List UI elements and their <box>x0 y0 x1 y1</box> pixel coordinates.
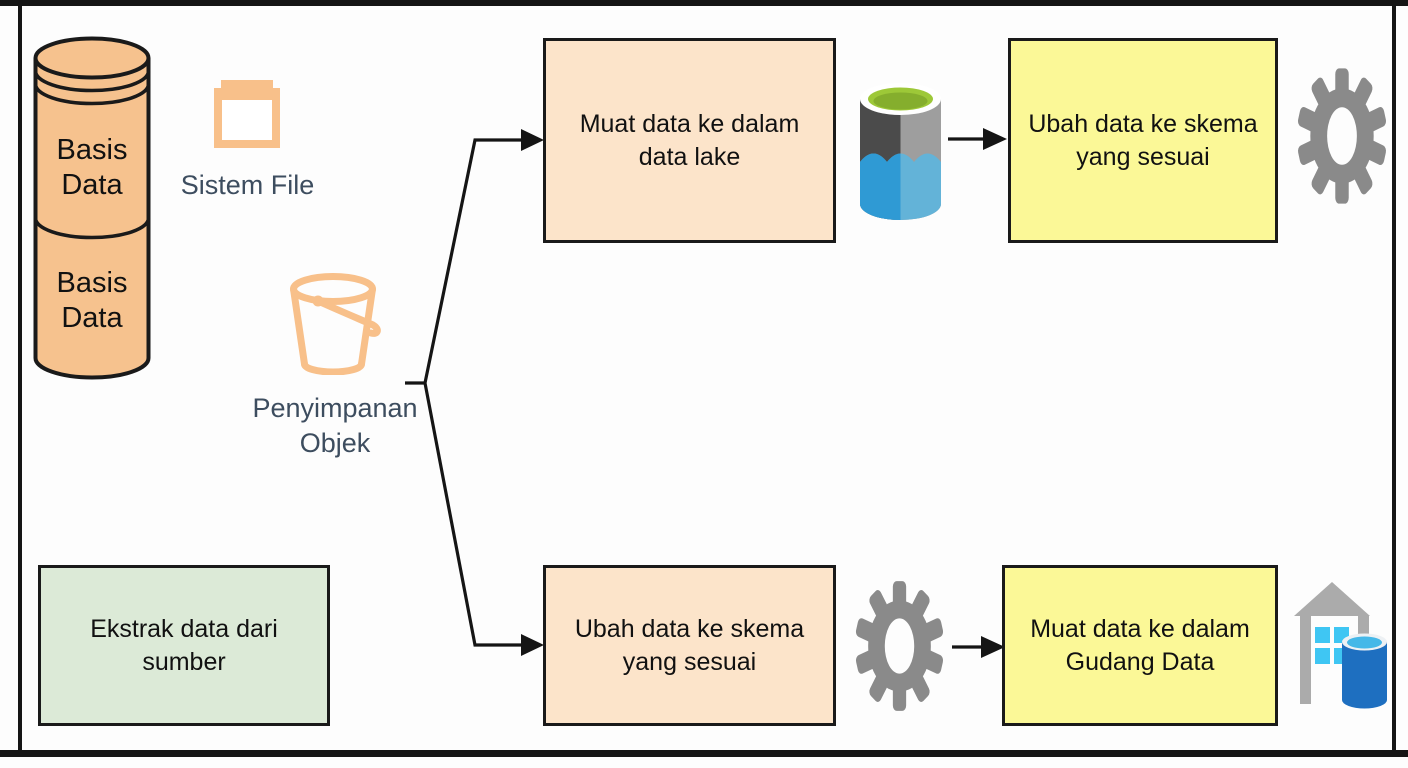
load-warehouse-line1: Muat data ke dalam <box>1030 614 1250 643</box>
database-top-label: Basis Data <box>56 134 128 201</box>
extract-box: Ekstrak data dari sumber <box>38 565 330 726</box>
load-data-lake-box: Muat data ke dalam data lake <box>543 38 836 243</box>
extract-box-line1: Ekstrak data dari <box>90 614 278 643</box>
gear-icon-bottom <box>855 581 944 711</box>
arrowhead-to-transform-bottom <box>521 634 544 656</box>
arrowhead-to-load-warehouse <box>981 636 1005 658</box>
transform-top-line2: yang sesuai <box>1076 142 1210 171</box>
file-icon <box>214 80 280 148</box>
load-data-lake-line2: data lake <box>638 142 741 171</box>
data-lake-icon <box>860 83 941 220</box>
arrowhead-to-transform-top <box>983 128 1007 150</box>
frame-top-border <box>0 0 1408 6</box>
transform-bottom-line2: yang sesuai <box>622 647 757 676</box>
object-storage-label: Penyimpanan Objek <box>252 393 418 458</box>
frame-right-border <box>1392 0 1396 757</box>
data-warehouse-icon <box>1294 582 1387 709</box>
frame-bottom-border <box>0 750 1408 757</box>
transform-bottom-line1: Ubah data ke skema <box>574 614 805 643</box>
load-data-lake-line1: Muat data ke dalam <box>579 109 800 138</box>
load-warehouse-line2: Gudang Data <box>1065 647 1215 676</box>
transform-top-line1: Ubah data ke skema <box>1028 109 1258 138</box>
frame-left-border <box>18 0 22 757</box>
arrowhead-to-load-lake <box>521 129 544 151</box>
bucket-icon <box>290 273 381 375</box>
file-system-label: Sistem File <box>180 170 315 200</box>
database-bottom-label: Basis Data <box>56 267 128 334</box>
database-cylinder-icon <box>33 36 151 380</box>
extract-box-line2: sumber <box>142 647 226 676</box>
transform-schema-top-box: Ubah data ke skema yang sesuai <box>1008 38 1278 243</box>
load-warehouse-box: Muat data ke dalam Gudang Data <box>1002 565 1278 726</box>
transform-schema-bottom-box: Ubah data ke skema yang sesuai <box>543 565 836 726</box>
gear-icon-top <box>1298 68 1386 204</box>
